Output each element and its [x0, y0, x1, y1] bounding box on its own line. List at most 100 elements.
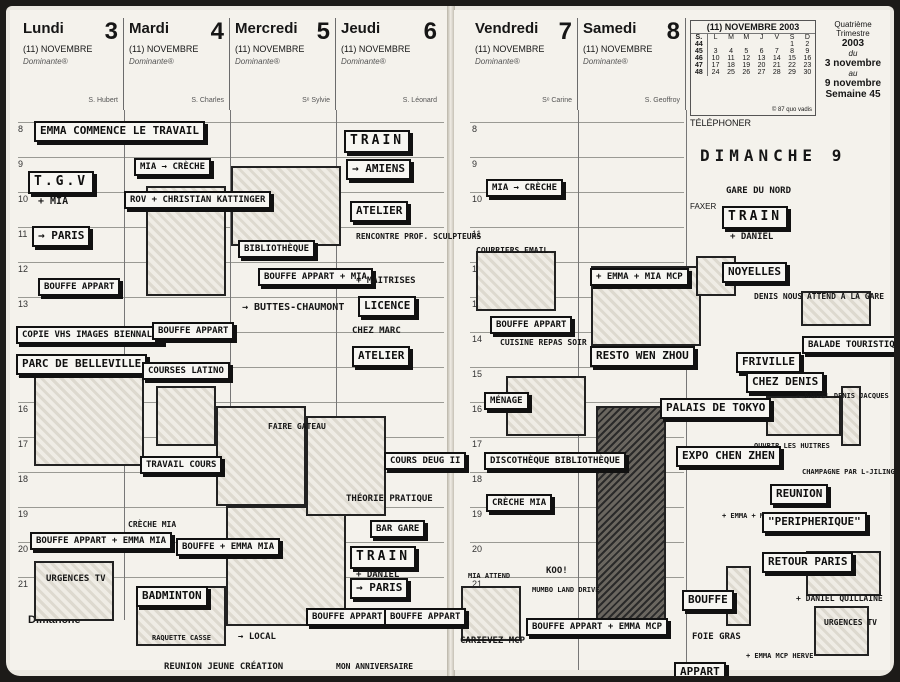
note-travail-cours: TRAVAIL COURS [140, 456, 223, 475]
note-dimanche-9: DIMANCHE 9 [700, 146, 847, 165]
note-text: RESTO WEN ZHOU [596, 349, 689, 362]
day-separator [336, 110, 337, 620]
day-name: Vendredi [475, 20, 539, 37]
note-text: PALAIS DE TOKYO [666, 401, 766, 414]
hour-line [18, 367, 444, 368]
note-bouffe-appart-mardi: BOUFFE APPART [152, 322, 235, 341]
hour-number: 18 [472, 474, 483, 484]
hour-line [470, 227, 684, 228]
note-text: FRIVILLE [742, 355, 795, 368]
note-text: EXPO CHEN ZHEN [682, 449, 775, 462]
note-text: RETOUR PARIS [768, 555, 848, 568]
note-peripherique: "PERIPHERIQUE" [762, 512, 867, 533]
calendar-title: (11) NOVEMBRE 2003 [691, 21, 815, 34]
note-bouffe-appart-emma-mcp: BOUFFE APPART + EMMA MCP [526, 618, 669, 637]
note-chez-marc: CHEZ MARC [352, 326, 401, 336]
day-saint: S. Charles [191, 97, 224, 104]
day-header-samedi: Samedi 8 (11) NOVEMBRE Dominante® S. Geo… [578, 18, 686, 110]
calendar-day-cell: 4 [729, 48, 734, 55]
note-text: BIBLIOTHÈQUE [244, 244, 310, 254]
note-text: COURS DEUG II [390, 456, 461, 466]
calendar-day-cell: 29 [788, 69, 796, 76]
day-month: (11) NOVEMBRE [129, 44, 199, 54]
calendar-day-cell: 9 [805, 48, 810, 55]
hour-number: 8 [18, 124, 24, 134]
calendar-day-cell: 8 [790, 48, 795, 55]
day-dominante: Dominante® [235, 57, 280, 66]
note-tgv: T.G.V [28, 171, 95, 194]
note-carievez-mcp: CARIEVEZ MCP [460, 636, 526, 646]
note-licence: LICENCE [358, 296, 417, 317]
hour-line [470, 542, 684, 543]
note-bar-gare: BAR GARE [370, 520, 426, 539]
calendar-day-cell: 45 [691, 48, 708, 55]
note-ouvrir-huitres: OUVRIR LES HUITRES [754, 442, 830, 450]
hour-line [470, 367, 684, 368]
note-noyelles: NOYELLES [722, 262, 787, 283]
note-emma-mia-mcp-expo: + EMMA + MIA MCP [722, 512, 790, 520]
note-text: BOUFFE APPART + MIA [264, 272, 367, 282]
park-sketch [34, 376, 144, 466]
hour-number: 11 [18, 229, 28, 239]
calendar-day-cell: 21 [772, 62, 781, 69]
hour-line [18, 122, 444, 123]
note-text: MÉNAGE [490, 396, 523, 406]
note-text: BOUFFE APPART + EMMA MIA [36, 536, 167, 546]
calendar-day-cell: 6 [759, 48, 764, 55]
hour-number: 17 [18, 439, 29, 449]
note-text: PARC DE BELLEVILLE [22, 357, 142, 370]
watch-sketch [226, 506, 346, 626]
calendar-day-cell: 24 [711, 69, 720, 76]
day-dominante: Dominante® [129, 57, 174, 66]
hour-number: 10 [472, 194, 483, 204]
note-text: → PARIS [38, 229, 85, 242]
calendar-day-cell [769, 41, 784, 48]
hour-number: 14 [472, 334, 483, 344]
calendar-day-cell: 30 [803, 69, 812, 76]
calendar-day-cell: 28 [772, 69, 781, 76]
day-name: Samedi [583, 20, 637, 37]
hour-number: 19 [18, 509, 29, 519]
note-badminton: BADMINTON [136, 586, 208, 607]
note-courriers-email: COURRIERS EMAIL [476, 246, 549, 255]
calendar-header-cell: M [743, 34, 750, 41]
calendar-day-cell: 25 [727, 69, 735, 76]
calendar-header-cell: D [804, 34, 810, 41]
watch-band-sketch [306, 416, 386, 516]
trimester-start: 3 novembre [824, 58, 882, 69]
note-text: MIA → CRÈCHE [140, 162, 206, 172]
champagne-bottle-sketch [841, 386, 861, 446]
person-waving-sketch [461, 586, 521, 641]
hour-number: 9 [18, 159, 24, 169]
hour-line [470, 157, 684, 158]
day-header-lundi: Lundi 3 (11) NOVEMBRE Dominante® S. Hube… [18, 18, 124, 110]
calendar-header-cell: L [713, 34, 718, 41]
note-text: ATELIER [358, 349, 405, 362]
hour-number: 16 [472, 404, 483, 414]
note-text: BOUFFE + EMMA MIA [182, 542, 275, 552]
note-text: BADMINTON [142, 589, 202, 602]
hour-line [470, 122, 684, 123]
calendar-header-cell: S. [691, 34, 708, 41]
note-text: BAR GARE [376, 524, 420, 534]
calendar-day-cell [723, 41, 738, 48]
calendar-day-cell: 23 [803, 62, 812, 69]
note-bouffe-dimanche: BOUFFE [682, 590, 734, 611]
day-header-jeudi: Jeudi 6 (11) NOVEMBRE Dominante® S. Léon… [336, 18, 442, 110]
note-bouffe-appart-jeudi: BOUFFE APPART [384, 608, 467, 627]
note-maitrises: + MAITRISES [356, 276, 416, 286]
note-text: TRAVAIL COURS [146, 460, 217, 470]
note-creche-mia-mardi: CRÈCHE MIA [128, 520, 177, 529]
note-daniel-quillaine: + DANIEL QUILLAINE [796, 594, 883, 603]
note-champagne: CHAMPAGNE PAR L-JILING [802, 468, 894, 476]
note-text: + EMMA + MIA MCP [596, 272, 683, 282]
calendar-day-cell: 27 [757, 69, 766, 76]
day-name: Jeudi [341, 20, 381, 37]
note-text: BOUFFE APPART [158, 326, 229, 336]
note-text: APPART [680, 665, 720, 676]
hour-number: 15 [472, 369, 483, 379]
hour-line [470, 297, 684, 298]
note-urgences-tv-left: URGENCES TV [46, 574, 106, 584]
